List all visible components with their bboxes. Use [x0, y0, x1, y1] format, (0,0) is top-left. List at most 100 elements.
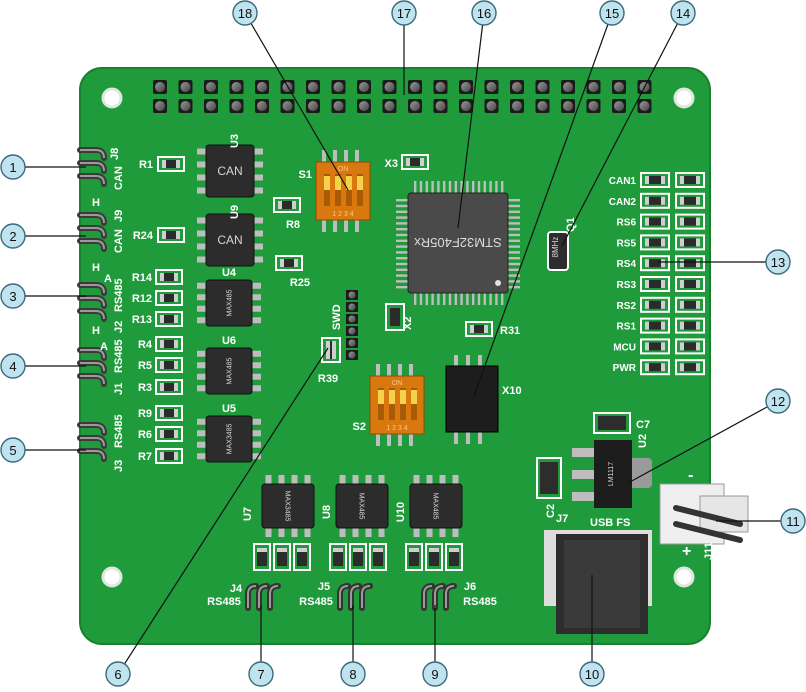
chip-pin [197, 362, 206, 369]
chip-pin [413, 475, 420, 484]
connector-pin-shine [80, 349, 105, 359]
callout-15: 15 [599, 0, 625, 26]
swd-pin [348, 327, 356, 335]
resistor-outline [273, 197, 301, 213]
left-connector [77, 282, 107, 322]
header-pin [537, 101, 548, 111]
led-row: RS2 [617, 296, 705, 313]
mcu-pin [508, 233, 520, 237]
mcu-pin [508, 286, 520, 289]
resistor-body [278, 201, 296, 209]
rs485-transceiver-u5: MAX3485 [197, 415, 261, 463]
resistor-pad [162, 231, 166, 239]
bottom-led-outline [445, 543, 463, 571]
resistor-body [162, 160, 180, 168]
header-pin [588, 101, 599, 111]
callout-6: 6 [105, 661, 131, 687]
callout-circle [0, 283, 26, 309]
bottom-led-pad [449, 548, 459, 552]
switch-pin [376, 434, 380, 446]
resistor-pad [680, 363, 684, 372]
usb-connector-face [564, 540, 640, 628]
callout-number: 5 [9, 443, 16, 458]
callout-10: 10 [579, 661, 605, 687]
led-row: RS4 [617, 255, 705, 272]
resistor-pad [680, 259, 684, 268]
swd-pin [348, 303, 356, 311]
switch-pin [322, 220, 326, 232]
switch-pin [355, 220, 359, 232]
left-connector [77, 212, 107, 252]
mcu-pin [477, 293, 481, 305]
chip-pin [278, 528, 285, 537]
chip-pin [252, 294, 261, 301]
resistor: R39 [318, 337, 341, 385]
led-body [645, 259, 665, 268]
chip-pin [365, 528, 372, 537]
resistor: R24 [133, 227, 185, 243]
mcu-pin [508, 262, 520, 266]
switch-pin [398, 434, 402, 446]
resistor-body [680, 342, 700, 351]
led-row: RS5 [617, 234, 705, 251]
label-j8-can: CAN [113, 166, 125, 190]
resistor [675, 317, 705, 334]
resistor-pad [680, 196, 684, 205]
mcu-pin [396, 216, 408, 219]
bottom-connector-pin-shine [445, 585, 455, 608]
resistor-outline [401, 154, 429, 170]
u2-marking: LM1117 [608, 462, 615, 486]
resistor-body [160, 340, 178, 348]
chip-pin [254, 256, 263, 263]
mcu-pin1-dot [495, 280, 501, 286]
resistor-pad [680, 280, 684, 288]
mcu-pin [508, 245, 520, 248]
cap-c2-body [540, 462, 558, 494]
swd-header: SWD [331, 290, 358, 360]
mcu-pin [508, 280, 520, 283]
led-pad [661, 176, 665, 184]
led-row: RS3 [617, 276, 705, 292]
bottom-led-body [333, 548, 343, 566]
chip-pin [252, 385, 261, 392]
header-pin [384, 101, 395, 111]
callout-circle [765, 249, 791, 275]
led-body [645, 176, 665, 184]
bottom-led-outline [329, 543, 347, 571]
led-label: RS1 [617, 322, 637, 333]
chip-pin [352, 475, 359, 484]
connector-pin-shine [80, 297, 105, 307]
led-row: RS6 [617, 213, 705, 230]
led-pad [645, 196, 649, 205]
chip-body [335, 483, 389, 529]
dip-switch-s2: ON1 2 3 4S2 [353, 364, 425, 446]
led-outline [640, 338, 670, 355]
leader-line [473, 12, 613, 397]
header-pin [308, 82, 318, 92]
resistor-outline [155, 269, 183, 285]
header-pin [486, 101, 497, 111]
resistor [675, 213, 705, 230]
chip-pin [254, 148, 263, 155]
bottom-connector-label: RS485 [207, 596, 241, 608]
resistor-pad [680, 300, 684, 309]
resistor: X3 [385, 154, 429, 170]
led-outline [640, 213, 670, 230]
resistor-outline [155, 405, 183, 421]
label-x10: X10 [502, 385, 522, 397]
led-pad [661, 238, 665, 247]
bottom-led-outline [273, 543, 291, 571]
resistor: R9 [138, 405, 183, 421]
mcu-pin [396, 251, 408, 254]
callout-number: 8 [349, 667, 356, 682]
header-pin [410, 82, 420, 92]
header-pin [206, 101, 216, 111]
mcu-pin [508, 199, 520, 202]
led-pad [661, 321, 665, 330]
mcu-pin [472, 293, 475, 305]
chip-pin [439, 528, 446, 537]
resistor-pad [174, 273, 178, 281]
can-transceiver-u3: CAN [197, 144, 263, 198]
callout-number: 15 [605, 6, 619, 21]
